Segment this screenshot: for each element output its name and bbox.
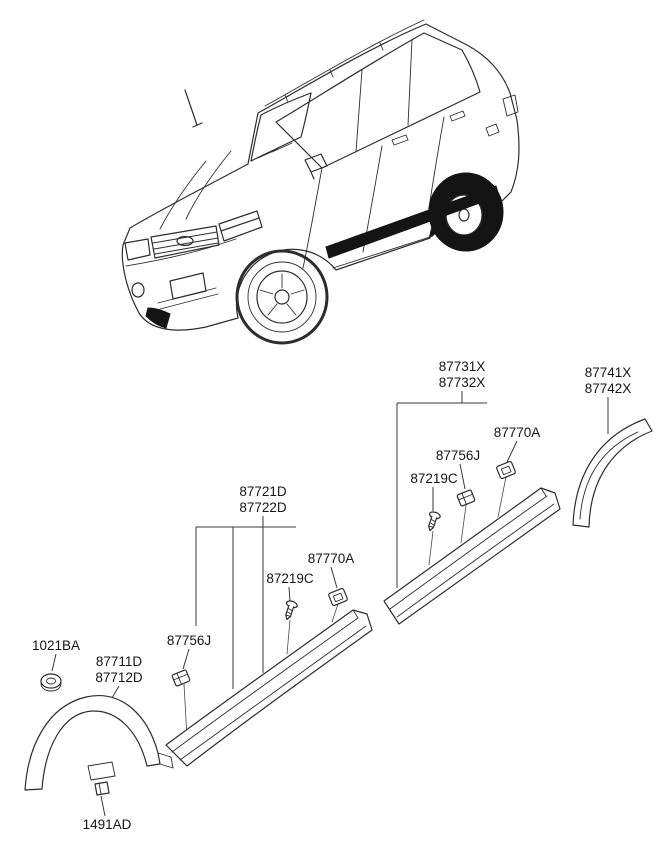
side-glass bbox=[275, 32, 481, 169]
retainer-clip-front bbox=[328, 587, 348, 607]
leader-lines bbox=[51, 391, 609, 817]
leader-fender bbox=[111, 685, 120, 699]
fender-clip bbox=[94, 781, 110, 796]
side-moulding-highlight bbox=[325, 185, 500, 259]
wiper-lines bbox=[257, 142, 293, 159]
mounting-screw-rear bbox=[428, 511, 441, 532]
part-label-fender-moulding-2: 87712D bbox=[95, 670, 143, 685]
leader-screw-front bbox=[288, 586, 291, 602]
roof-rail bbox=[264, 19, 425, 107]
part-label-rear-door-moulding-2: 87732X bbox=[439, 375, 486, 390]
part-label-screw-front: 87219C bbox=[266, 571, 314, 586]
attach-screw-rear bbox=[428, 530, 434, 566]
retainer-clip-rear bbox=[496, 460, 516, 480]
part-label-nut: 1021BA bbox=[32, 638, 80, 653]
vehicle-illustration bbox=[121, 19, 520, 345]
grille bbox=[150, 225, 220, 259]
attach-clip-rear bbox=[460, 504, 467, 544]
leader-clip-front bbox=[182, 648, 190, 670]
leader-nut bbox=[51, 653, 57, 672]
leader-front-door-bracket bbox=[195, 516, 296, 689]
part-label-front-door-moulding-2: 87722D bbox=[239, 500, 287, 515]
door-handle-front bbox=[391, 134, 409, 146]
flange-nut bbox=[40, 673, 62, 692]
headlamp-right bbox=[218, 210, 263, 242]
part-label-clip-rear: 87756J bbox=[436, 448, 480, 463]
fog-lamp bbox=[131, 282, 145, 298]
part-label-quarter-moulding-2: 87742X bbox=[585, 381, 632, 396]
b-pillar-line bbox=[355, 69, 363, 153]
car-body-outline bbox=[121, 23, 520, 331]
part-labels: 87731X 87732X 87741X 87742X 87770A 87756… bbox=[32, 359, 631, 832]
mounting-clip-front bbox=[171, 669, 191, 687]
door-handle-rear bbox=[449, 110, 466, 122]
attach-screw-front bbox=[286, 619, 291, 655]
hood-creases bbox=[159, 150, 232, 230]
leader-retainer-front bbox=[330, 566, 338, 589]
exploded-parts bbox=[24, 418, 653, 796]
front-door-moulding bbox=[165, 609, 373, 767]
bumper-intake-slats bbox=[157, 287, 219, 310]
fuel-door bbox=[485, 123, 500, 137]
side-mirror bbox=[304, 153, 328, 180]
rocker-line bbox=[332, 235, 434, 269]
rear-door-moulding bbox=[383, 487, 561, 625]
part-label-retainer-clip-front: 87770A bbox=[308, 551, 355, 566]
brand-badge bbox=[176, 235, 194, 247]
antenna bbox=[184, 89, 203, 128]
windshield bbox=[250, 92, 312, 162]
c-pillar-line bbox=[407, 39, 413, 126]
part-label-fender-clip: 1491AD bbox=[83, 817, 132, 832]
part-label-screw-rear: 87219C bbox=[410, 471, 458, 486]
leader-rear-door-bracket bbox=[396, 391, 487, 588]
front-wheel bbox=[235, 249, 329, 345]
attach-retainer-rear bbox=[497, 476, 507, 518]
bumper-line bbox=[125, 238, 237, 267]
part-label-retainer-clip-rear: 87770A bbox=[494, 425, 541, 440]
mounting-clip-rear bbox=[456, 489, 476, 507]
part-label-fender-moulding-1: 87711D bbox=[96, 654, 143, 669]
leader-fender-clip bbox=[100, 795, 106, 817]
attach-retainer-front bbox=[331, 603, 339, 623]
part-label-quarter-moulding-1: 87741X bbox=[585, 365, 632, 380]
attach-clip-front bbox=[183, 683, 188, 739]
leader-retainer-rear bbox=[506, 440, 518, 463]
part-label-clip-front: 87756J bbox=[167, 633, 211, 648]
mounting-screw-front bbox=[285, 600, 298, 621]
far-side-wheel bbox=[145, 307, 171, 329]
leader-clip-rear bbox=[459, 463, 466, 490]
fender-arch-moulding bbox=[24, 695, 174, 791]
headlamp-left bbox=[124, 238, 151, 261]
part-label-rear-door-moulding-1: 87731X bbox=[439, 359, 486, 374]
grille-slats bbox=[152, 231, 219, 255]
taillamp-edge bbox=[502, 94, 519, 117]
quarter-arch-moulding bbox=[572, 418, 653, 528]
part-label-front-door-moulding-1: 87721D bbox=[239, 484, 287, 499]
rear-arch-trim-highlight bbox=[428, 199, 498, 240]
